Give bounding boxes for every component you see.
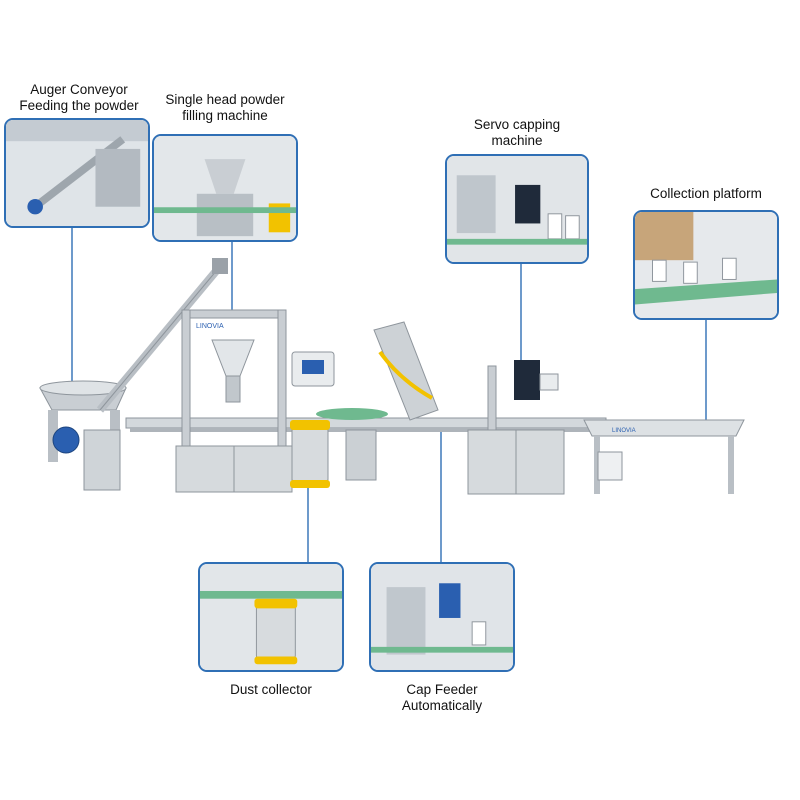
label-auger-line2: Feeding the powder bbox=[19, 98, 139, 113]
label-capfeeder-line1: Cap Feeder bbox=[406, 682, 478, 697]
label-servo-capper: Servo capping machine bbox=[445, 117, 589, 149]
thumb-cap-feeder bbox=[369, 562, 515, 672]
label-cap-feeder: Cap Feeder Automatically bbox=[367, 682, 517, 714]
label-capper-line2: machine bbox=[491, 133, 543, 148]
brand-mark: LINOVIA bbox=[196, 323, 224, 330]
label-powder-filler: Single head powder filling machine bbox=[150, 92, 300, 124]
label-auger-line1: Auger Conveyor bbox=[30, 82, 128, 97]
thumb-servo-capper bbox=[445, 154, 589, 264]
collection-table: LINOVIA bbox=[583, 419, 745, 494]
cap-elevator bbox=[316, 321, 439, 481]
thumb-dust-collector bbox=[198, 562, 344, 672]
thumb-collection-platform bbox=[633, 210, 779, 320]
label-capper-line1: Servo capping bbox=[473, 117, 561, 132]
dust-collector-machine bbox=[290, 420, 330, 488]
label-collection-line: Collection platform bbox=[650, 186, 762, 201]
label-dust-collector: Dust collector bbox=[196, 682, 346, 698]
thumb-powder-filler bbox=[152, 134, 298, 242]
powder-filling-machine: LINOVIA bbox=[175, 309, 335, 493]
brand-mark-2: LINOVIA bbox=[612, 428, 636, 434]
thumb-auger-conveyor bbox=[4, 118, 150, 228]
label-dust-line: Dust collector bbox=[230, 682, 312, 697]
label-capfeeder-line2: Automatically bbox=[401, 698, 483, 713]
label-filler-line1: Single head powder bbox=[165, 92, 285, 107]
label-filler-line2: filling machine bbox=[182, 108, 268, 123]
label-collection-platform: Collection platform bbox=[626, 186, 786, 202]
servo-capping-machine bbox=[467, 360, 565, 495]
leader-lines bbox=[71, 226, 707, 566]
auger-conveyor-machine bbox=[39, 258, 228, 491]
label-auger-conveyor: Auger Conveyor Feeding the powder bbox=[4, 82, 154, 114]
